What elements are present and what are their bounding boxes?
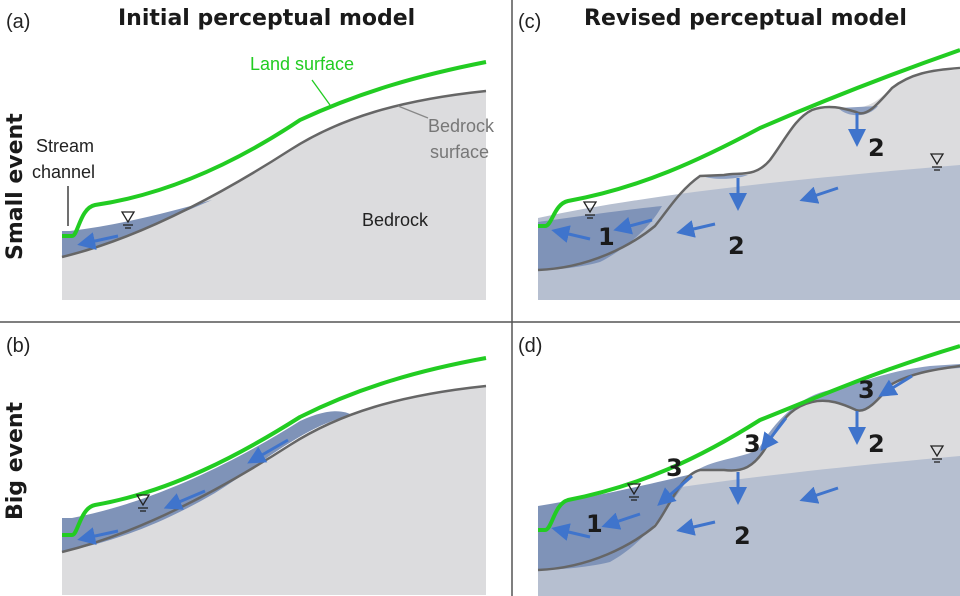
label-bedrock: Bedrock — [362, 210, 429, 230]
flow-arrow — [657, 474, 693, 506]
flow-arrow — [551, 523, 591, 541]
flow-arrow — [760, 417, 788, 452]
flow-arrow — [676, 220, 716, 238]
land-surface-line — [62, 60, 487, 238]
groundwater-fill — [538, 456, 960, 596]
flow-arrow — [799, 486, 839, 504]
bedrock-surface-line — [61, 89, 487, 259]
panel-letter-c: (c) — [518, 11, 541, 33]
label-bedrock-surface-1: Bedrock — [428, 116, 495, 136]
bedrock-fill — [62, 386, 486, 595]
flow-number-2: 2 — [868, 430, 885, 458]
land-surface-line — [538, 344, 960, 532]
flow-arrow — [77, 232, 119, 250]
flow-number-3: 3 — [858, 376, 875, 404]
panel-c: (c) Revised perceptual model 1 2 2 — [518, 6, 960, 300]
panel-d: 1 2 2 3 3 3 — [537, 344, 960, 596]
bedrock-fill — [62, 91, 486, 300]
flow-number-3: 3 — [744, 430, 761, 458]
groundwater-fill — [538, 165, 960, 300]
label-land-surface: Land surface — [250, 54, 354, 74]
flow-arrow — [601, 512, 641, 530]
flow-arrow — [799, 186, 839, 204]
panel-letter-d: (d) — [518, 335, 542, 357]
row-label-small: Small event — [3, 113, 28, 260]
flow-arrow — [247, 438, 289, 464]
panel-letter-b: (b) — [6, 335, 30, 357]
flow-number-1: 1 — [598, 223, 615, 251]
panel-a: (a) Initial perceptual model Land surfac… — [6, 6, 495, 300]
label-stream-2: channel — [32, 162, 95, 182]
title-initial: Initial perceptual model — [118, 6, 415, 31]
title-revised: Revised perceptual model — [584, 6, 907, 31]
flow-arrow — [613, 216, 653, 235]
water-table-icon — [121, 211, 135, 229]
flow-arrow — [878, 374, 913, 397]
flow-number-2: 2 — [728, 232, 745, 260]
panel-letter-a: (a) — [6, 11, 30, 33]
flow-number-3: 3 — [666, 454, 683, 482]
flow-arrow — [163, 489, 206, 510]
land-surface-line — [538, 48, 960, 228]
panel-b — [61, 356, 487, 595]
leader-bedrock — [397, 105, 429, 119]
label-stream-1: Stream — [36, 136, 94, 156]
perched-water — [838, 106, 878, 116]
flow-number-2: 2 — [868, 134, 885, 162]
land-surface-line — [62, 356, 487, 537]
flow-number-2: 2 — [734, 522, 751, 550]
row-label-big: Big event — [3, 401, 28, 520]
label-bedrock-surface-2: surface — [430, 142, 489, 162]
flow-number-1: 1 — [586, 510, 603, 538]
subsurface-water-film — [690, 364, 960, 476]
bedrock-surface-line — [61, 384, 487, 554]
flow-arrow — [77, 527, 119, 545]
bedrock-surface-line — [537, 66, 960, 272]
flow-arrow — [676, 518, 716, 536]
flow-arrow — [551, 225, 591, 243]
leader-land — [311, 79, 331, 106]
